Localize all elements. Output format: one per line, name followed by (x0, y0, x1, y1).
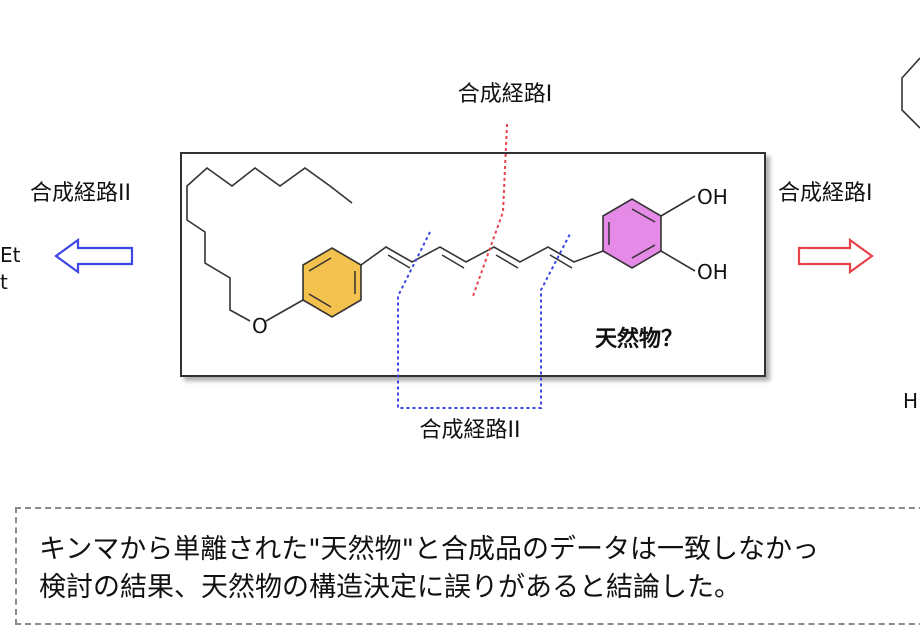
oh-top-label: OH (697, 185, 728, 209)
caption-line-2: 検討の結果、天然物の構造決定に誤りがあると結論した。 (39, 572, 741, 603)
right-arrow-icon (797, 237, 874, 275)
route2-bottom-label: 合成経路II (420, 418, 521, 443)
oh-bottom-label: OH (697, 260, 728, 284)
structure-box (180, 152, 766, 377)
fragment-h-text: H (903, 389, 918, 413)
alkyl-chain (186, 166, 353, 322)
fragment-t-text: t (0, 270, 8, 294)
route1-right-label: 合成経路I (778, 181, 873, 206)
ether-oxygen-label: O (252, 314, 268, 338)
polyene-chain (360, 246, 604, 266)
caption-box: キンマから単離された"天然物"と合成品のデータは一致しなかっ 検討の結果、天然物… (15, 507, 920, 625)
compound-label: 天然物？ (595, 326, 683, 352)
left-arrow-icon (54, 237, 134, 275)
caption-line-1: キンマから単離された"天然物"と合成品のデータは一致しなかっ (39, 534, 820, 565)
route2-left-label: 合成経路II (30, 181, 131, 206)
fragment-et-text: Et (0, 243, 21, 267)
partial-ring-shape (901, 57, 920, 129)
route1-top-label: 合成経路I (458, 82, 553, 107)
